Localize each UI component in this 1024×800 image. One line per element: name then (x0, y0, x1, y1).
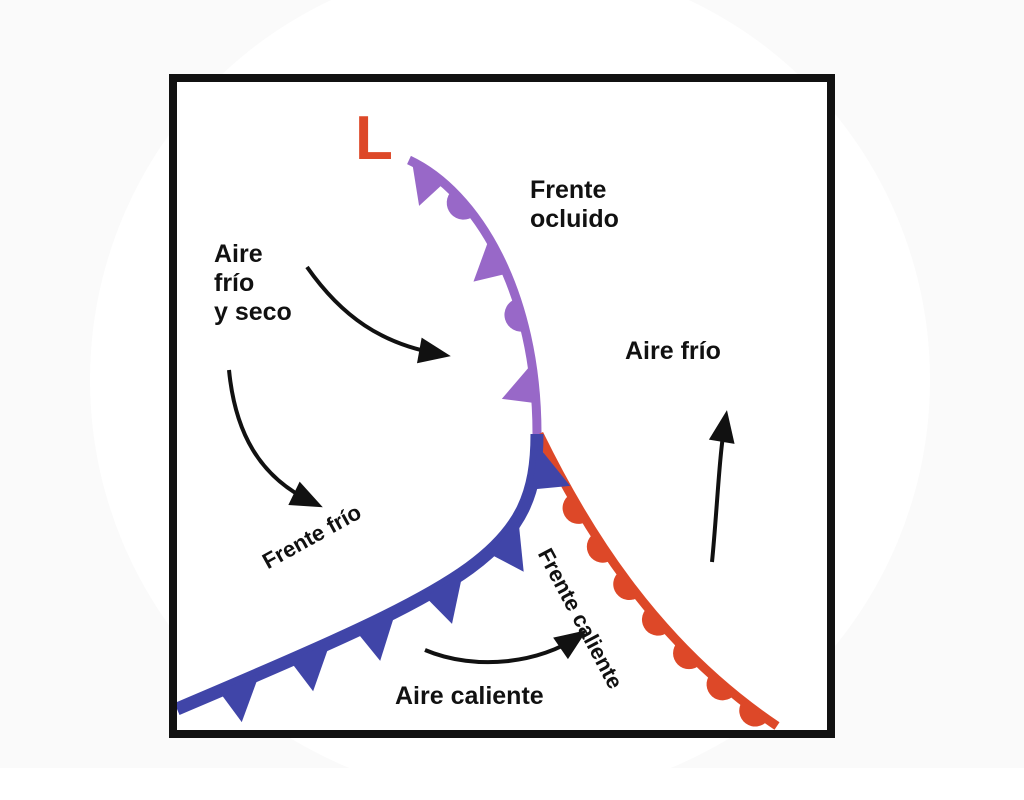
semicircle-icon (641, 607, 669, 636)
triangle-icon (355, 611, 396, 661)
occluded-front (407, 155, 542, 435)
warm-air-label: Aire caliente (395, 682, 544, 710)
fronts-svg (177, 155, 780, 730)
semicircle-icon (706, 673, 735, 701)
cold-dry-air-label-line-2: frío (214, 268, 255, 297)
arrow-cold-dry-air-lower (227, 369, 313, 504)
semicircle-icon (562, 494, 587, 524)
cold-dry-air-label-line-3: y seco (214, 297, 292, 326)
arrow-icon (288, 481, 323, 508)
triangle-icon (473, 237, 508, 282)
triangle-icon (218, 673, 260, 723)
triangle-icon (411, 159, 445, 206)
occluded-front-label-line-1: Frente (530, 176, 607, 204)
semicircle-icon (673, 641, 701, 670)
low-pressure-symbol: L (355, 104, 393, 173)
cold-front-line (177, 433, 544, 715)
occluded-front-label-line-2: ocluido (530, 204, 619, 233)
cold-dry-air-label: Aire frío y seco (214, 240, 292, 326)
semicircle-icon (586, 533, 612, 563)
arrow-icon (708, 410, 735, 444)
semicircle-icon (739, 701, 769, 727)
air-flow-arrows (227, 265, 735, 665)
arrow-cold-dry-air-upper (305, 265, 440, 356)
triangle-icon (289, 642, 331, 692)
triangle-icon (501, 363, 537, 404)
semicircle-icon (613, 571, 639, 601)
weather-fronts-diagram: L Frente ocluido Aire frío y seco Aire f… (169, 74, 835, 738)
cold-air-label: Aire frío (625, 337, 721, 365)
semicircle-icon (504, 298, 526, 332)
arrow-cold-air (710, 421, 727, 563)
arrow-warm-air (424, 635, 579, 665)
triangle-icon (425, 573, 463, 624)
canvas: L Frente ocluido Aire frío y seco Aire f… (169, 74, 835, 738)
triangle-icon (531, 445, 571, 490)
arrow-icon (416, 337, 451, 364)
triangle-icon (489, 520, 524, 572)
cold-dry-air-label-line-1: Aire (214, 240, 263, 268)
arrow-icon (553, 630, 587, 660)
occluded-front-label: Frente ocluido (530, 176, 619, 234)
warm-front-line (534, 432, 780, 730)
cold-front (177, 433, 571, 723)
semicircle-icon (446, 190, 475, 220)
